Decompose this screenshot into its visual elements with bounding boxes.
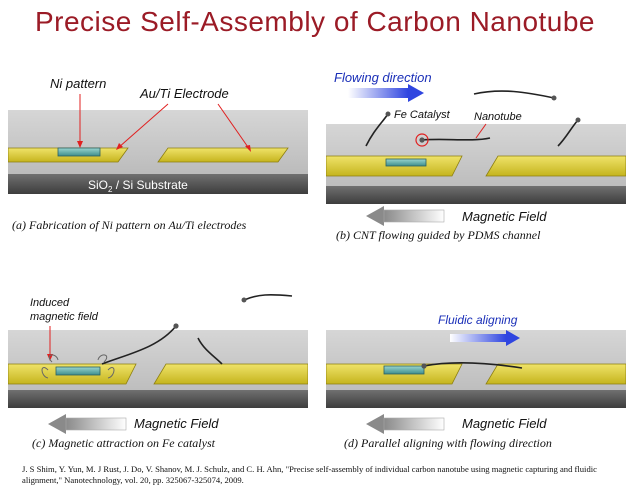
ni-pattern-label: Ni pattern xyxy=(50,76,106,91)
right-electrode xyxy=(153,363,308,385)
field-arrow-head xyxy=(48,414,66,434)
electrode-label: Au/Ti Electrode xyxy=(139,86,229,101)
channel-layer xyxy=(8,110,308,180)
nanotube-top xyxy=(473,90,555,99)
ni-pattern xyxy=(383,365,425,375)
attracted-nanotube xyxy=(101,325,177,365)
panel-c-diagram: Induced magnetic field Magnetic Field xyxy=(8,294,308,434)
panel-d-caption: (d) Parallel aligning with flowing direc… xyxy=(344,436,552,450)
nanotube-left xyxy=(365,113,389,147)
nanotube-right xyxy=(557,119,579,147)
flow-direction-label: Flowing direction xyxy=(334,70,432,85)
fluidic-arrow-body xyxy=(450,334,506,342)
flow-arrow-head xyxy=(408,84,424,102)
field-line-icons xyxy=(41,354,115,379)
induced-label-line2: magnetic field xyxy=(30,311,99,323)
right-electrode xyxy=(157,147,289,163)
electrode-pointer-left xyxy=(117,103,169,149)
panel-a-diagram: SiO2 / Si Substrate Ni pattern Au/Ti Ele… xyxy=(8,76,308,194)
field-label: Magnetic Field xyxy=(462,416,547,431)
panel-d-diagram: Fluidic aligning Magnetic Field xyxy=(326,313,626,434)
right-electrode xyxy=(485,155,626,177)
induced-label-line1: Induced xyxy=(30,297,70,309)
field-arrow-head xyxy=(366,414,384,434)
electrode-pointer-right xyxy=(217,103,251,151)
top-nanotube xyxy=(243,294,293,301)
field-arrow-body xyxy=(383,209,445,223)
reference-citation: J. S Shim, Y. Yun, M. J Rust, J. Do, V. … xyxy=(22,464,597,485)
panel-c-caption: (c) Magnetic attraction on Fe catalyst xyxy=(32,436,215,450)
ni-pattern xyxy=(385,158,427,167)
field-arrow-head xyxy=(366,206,384,226)
field-arrow-body xyxy=(65,417,127,431)
substrate-layer xyxy=(8,174,308,194)
field-label: Magnetic Field xyxy=(462,209,547,224)
fe-catalyst-marker xyxy=(415,133,429,147)
flow-arrow-body xyxy=(348,88,408,98)
nanotube-catalyst xyxy=(421,137,491,141)
ni-pattern xyxy=(57,147,101,157)
right-electrode xyxy=(485,363,626,385)
fluidic-arrow-head xyxy=(506,330,520,346)
nanotube-label: Nanotube xyxy=(474,111,522,123)
field-arrow-body xyxy=(383,417,445,431)
field-label: Magnetic Field xyxy=(134,416,219,431)
panel-b-caption: (b) CNT flowing guided by PDMS channel xyxy=(336,228,541,242)
free-nanotube xyxy=(197,337,223,365)
aligned-nanotube xyxy=(423,362,523,369)
fe-catalyst-label: Fe Catalyst xyxy=(394,109,451,121)
substrate-label: SiO2 / Si Substrate xyxy=(88,178,188,194)
panel-a-caption: (a) Fabrication of Ni pattern on Au/Ti e… xyxy=(12,218,247,232)
panel-b-diagram: Flowing direction Fe Catalyst Nanotube M… xyxy=(326,70,626,226)
fluidic-label: Fluidic aligning xyxy=(438,313,518,327)
page-title: Precise Self-Assembly of Carbon Nanotube xyxy=(34,6,596,37)
ni-pattern xyxy=(55,366,101,376)
